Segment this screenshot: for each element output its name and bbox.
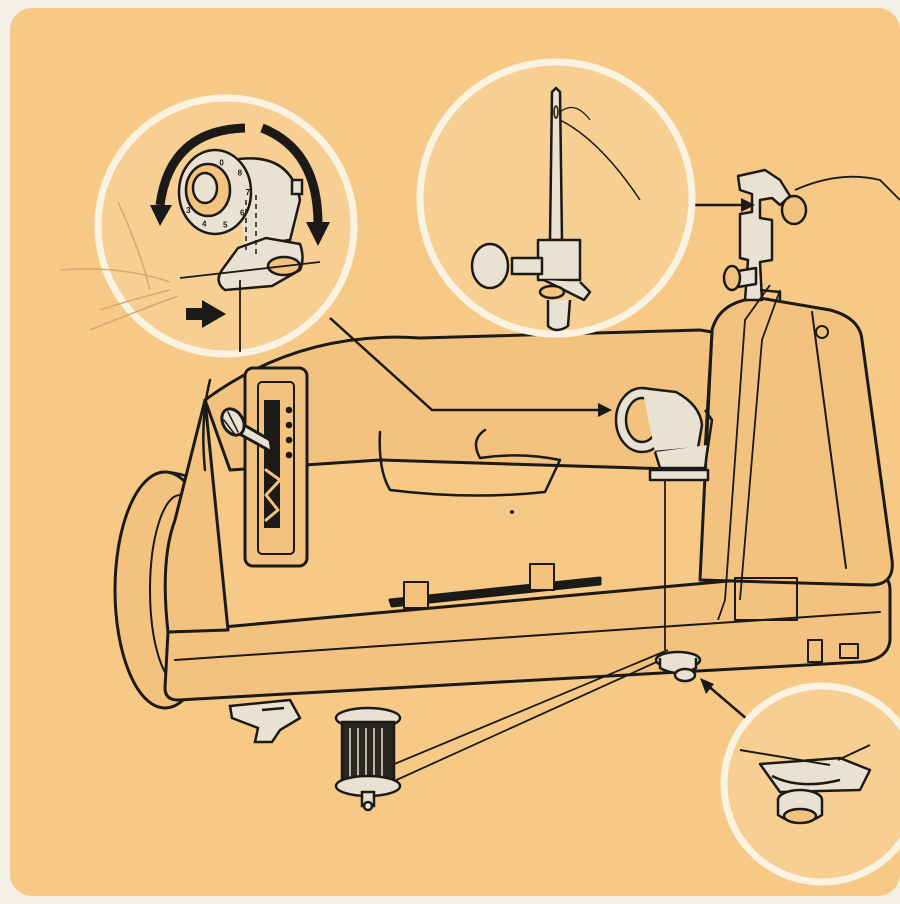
stitch-selector-lever (220, 407, 274, 454)
callout-connectors (329, 198, 755, 721)
hand-sketch (59, 201, 179, 331)
dial-number: 4 (202, 220, 207, 229)
thread-tension-assembly (614, 386, 714, 482)
thread-path (379, 175, 900, 783)
dial-number: 5 (223, 221, 228, 230)
bobbin-winder-guide (654, 650, 702, 683)
connector-guide-to-detail (705, 683, 749, 721)
arrow-right-icon (186, 300, 226, 328)
needle-bar-assembly (722, 168, 808, 302)
thread-spool (334, 706, 402, 812)
rotate-arrow-icon (260, 123, 323, 225)
dial-number: 7 (246, 188, 251, 197)
spool-pin-bracket (228, 698, 302, 744)
rotate-arrow-icon (155, 123, 246, 206)
dial-number: 6 (240, 208, 245, 217)
connector-dial-to-tension (329, 317, 605, 412)
dial-number: 3 (186, 206, 191, 215)
callout-bobbin-guide (720, 682, 900, 886)
callout-needle (416, 58, 696, 338)
dial-number: 8 (238, 169, 243, 178)
arm-opening (378, 428, 562, 497)
dial-number: 0 (219, 159, 224, 168)
tension-dial-numbers: 0 8 7 6 5 4 3 (186, 159, 251, 230)
callout-tension-dial: 0 8 7 6 5 4 3 (59, 94, 358, 358)
machine-arm (203, 328, 714, 472)
stitch-selector-panel (243, 366, 309, 568)
machine-column (163, 398, 230, 634)
